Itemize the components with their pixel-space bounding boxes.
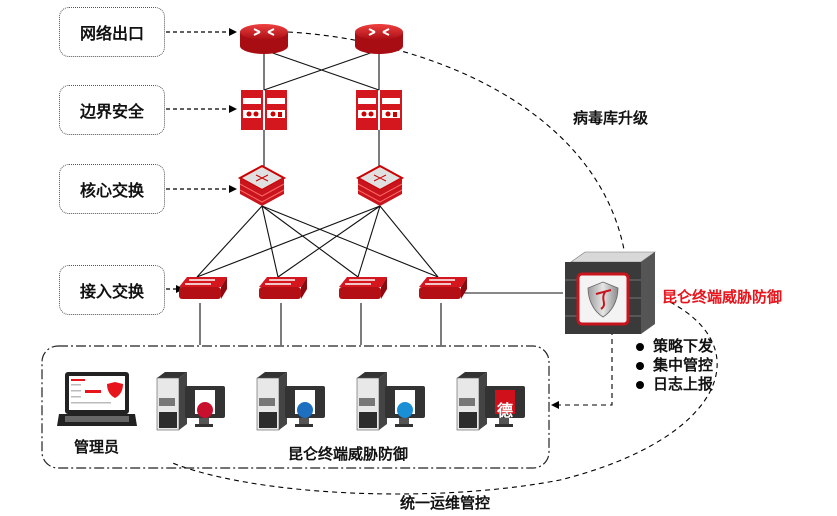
server-label: 昆仑终端威胁防御 [662,288,783,306]
endpoint-os-4[interactable]: 德 [456,372,525,431]
layer-label-egress: 网络出口 [59,7,165,57]
access-switch-2[interactable] [259,277,307,299]
function-item: 集中管控 [636,356,713,375]
layer-label-core: 核心交换 [59,164,165,214]
access-switch-1[interactable] [179,277,227,299]
kunlun-server[interactable] [565,251,656,334]
firewall-2[interactable] [356,90,402,130]
layer-label-access: 接入交换 [59,265,165,315]
virus-update-label: 病毒库升级 [573,109,649,127]
access-switch-4[interactable] [419,277,467,299]
unified-ops-label: 统一运维管控 [400,494,491,512]
endpoint-os-1[interactable] [156,372,225,431]
endpoint-group-border [41,345,550,469]
unified-ops-curve [169,301,718,495]
function-item: 日志上报 [636,375,713,394]
core-switch-2[interactable] [355,164,405,206]
core-switch-1[interactable] [237,164,287,206]
endpoint-os-3[interactable] [356,372,425,431]
router-1[interactable] [240,24,288,54]
admin-label: 管理员 [74,438,120,456]
server-to-endpoints-arrow [551,330,613,409]
admin-laptop[interactable] [57,372,137,426]
topology-links [196,49,563,345]
access-switch-3[interactable] [339,277,387,299]
endpoint-os-2[interactable] [256,372,325,431]
endpoint-group-label: 昆仑终端威胁防御 [288,445,409,463]
router-2[interactable] [355,24,403,54]
svg-text:德: 德 [497,401,513,420]
layer-arrows [166,28,237,293]
shield-icon [107,382,123,398]
layer-label-perimeter: 边界安全 [59,85,165,135]
server-function-list: 策略下发 集中管控 日志上报 [636,337,713,394]
mgmt-curves [169,31,718,495]
function-item: 策略下发 [636,337,713,356]
firewall-1[interactable] [241,90,287,130]
